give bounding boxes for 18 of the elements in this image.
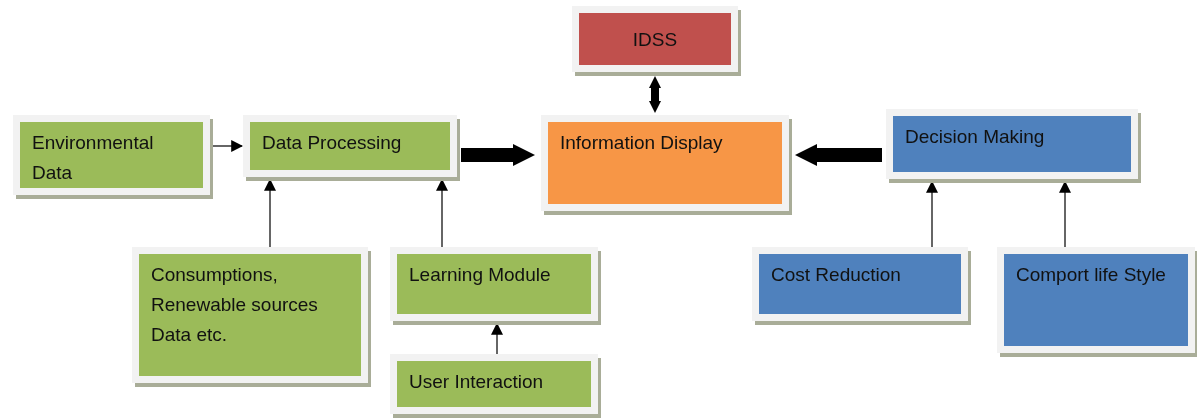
arrow (1059, 180, 1071, 248)
box-label: Decision Making (905, 125, 1045, 149)
box-label: Learning Module (409, 263, 551, 287)
arrow (795, 144, 882, 166)
box-label: Data Processing (262, 131, 402, 155)
arrow (491, 322, 503, 355)
box-label: IDSS (632, 28, 678, 52)
arrow (264, 178, 276, 248)
arrow (436, 178, 448, 248)
arrow (649, 76, 661, 113)
box-label: User Interaction (409, 370, 544, 394)
box-label: Information Display (560, 131, 723, 155)
box-label: Consumptions, Renewable sources Data etc. (151, 263, 319, 347)
box-label: Environmental Data (32, 131, 155, 185)
box-label: Comport life Style (1016, 263, 1166, 287)
arrow (926, 180, 938, 248)
arrow (461, 144, 535, 166)
box-label: Cost Reduction (771, 263, 901, 287)
